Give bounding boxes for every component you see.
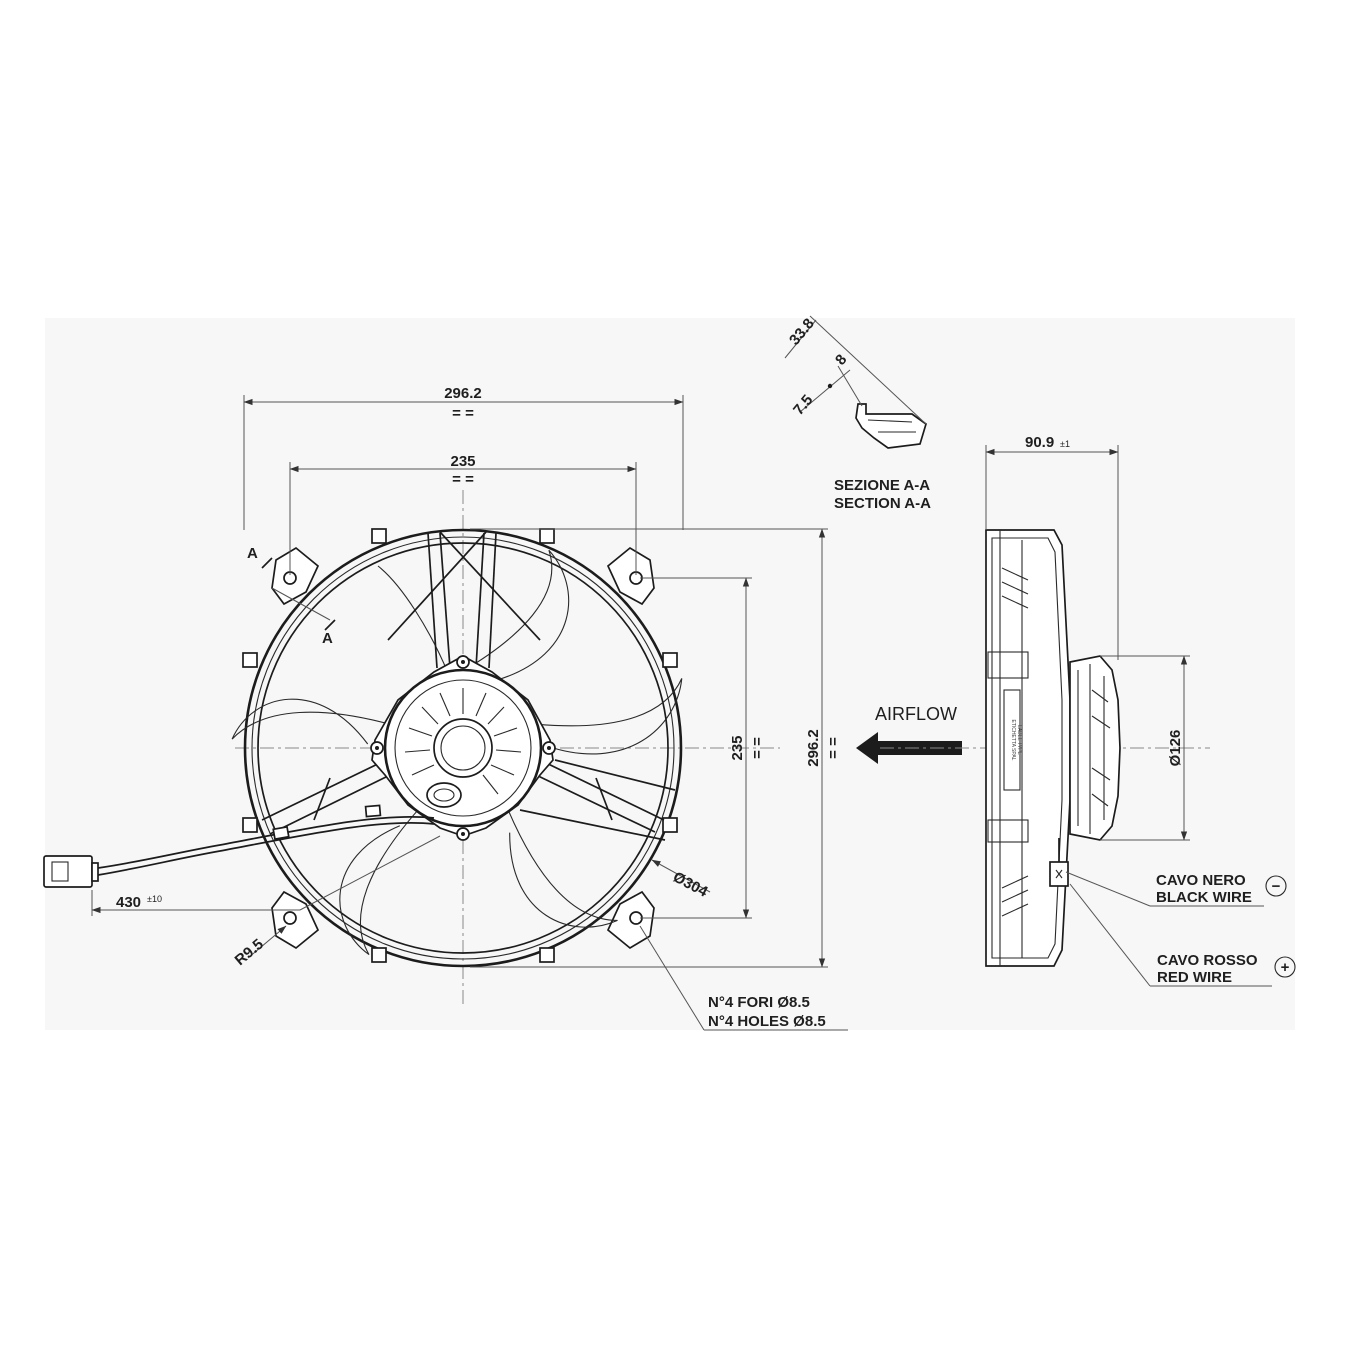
- motor-hub: [370, 655, 556, 841]
- dim-height-outer-label: 296.2: [805, 729, 822, 767]
- section-mark-bottom: A: [271, 587, 336, 647]
- red-wire-symbol: +: [1281, 959, 1290, 976]
- shroud-outer-ring: [243, 528, 683, 968]
- side-label-en: LABEL TYPE: [1016, 725, 1022, 755]
- plus-icon: [1274, 956, 1296, 978]
- holes-note-en: N°4 HOLES Ø8.5: [708, 1013, 826, 1030]
- dim-width-outer: 296.2 = =: [243, 385, 684, 530]
- dim-width-holes-label: 235: [450, 453, 475, 470]
- motor-housing: [383, 668, 543, 828]
- symmetry-mark: = =: [452, 471, 474, 488]
- side-ribs: [1001, 567, 1029, 917]
- dim-height-outer: 296.2 = =: [470, 528, 842, 968]
- dim-motor-diameter-label: Ø126: [1167, 730, 1184, 767]
- red-wire-callout: CAVO ROSSO RED WIRE +: [1069, 883, 1296, 987]
- section-mark-label: A: [322, 630, 333, 647]
- holes-callout: N°4 FORI Ø8.5 N°4 HOLES Ø8.5: [639, 925, 848, 1031]
- side-view: ETICHETTA SPAL LABEL TYPE 90.9 ±1 Ø126: [880, 434, 1210, 967]
- dim-cable-length-label: 430: [116, 894, 141, 911]
- motor-connector-port: [426, 782, 462, 808]
- shroud-rim-line: [251, 536, 675, 960]
- section-title-en: SECTION A-A: [834, 495, 931, 512]
- dim-depth: 90.9 ±1: [985, 434, 1119, 660]
- airflow-label: AIRFLOW: [875, 704, 957, 724]
- red-wire-label-it: CAVO ROSSO: [1157, 952, 1258, 969]
- section-title-it: SEZIONE A-A: [834, 477, 930, 494]
- black-wire-label-it: CAVO NERO: [1156, 872, 1246, 889]
- dim-height-holes-label: 235: [729, 735, 746, 760]
- dim-cable-length: 430 ±10: [91, 835, 441, 916]
- section-profile: [855, 403, 927, 449]
- symmetry-mark: = =: [825, 737, 842, 759]
- dim-width-outer-label: 296.2: [444, 385, 482, 402]
- section-mark-top: A: [247, 545, 273, 569]
- holes-note-it: N°4 FORI Ø8.5: [708, 994, 810, 1011]
- shroud-inner-ring: [257, 542, 669, 954]
- support-struts: [261, 531, 676, 841]
- power-cable: [97, 804, 435, 876]
- dim-motor-diameter: Ø126: [1100, 655, 1190, 841]
- dim-depth-label: 90.9: [1025, 434, 1054, 451]
- black-wire-symbol: −: [1272, 878, 1281, 895]
- dim-height-holes: 235 = =: [640, 577, 766, 919]
- symmetry-mark: = =: [452, 405, 474, 422]
- motor-cooling-slots: [404, 688, 522, 795]
- mounting-lug-top-right: [606, 546, 655, 606]
- dim-width-holes: 235 = =: [289, 453, 637, 575]
- side-label-it: ETICHETTA SPAL: [1010, 720, 1016, 761]
- front-view: 296.2 = = 235 = = 235 = = 296.2 = =: [43, 385, 848, 1031]
- dim-depth-tolerance: ±1: [1060, 439, 1070, 449]
- hub-screws: [370, 655, 556, 841]
- section-a-a-detail: 33.8 8 7.5 SEZIONE A-A SECTION A-A: [784, 315, 931, 512]
- red-wire-label-en: RED WIRE: [1157, 969, 1232, 986]
- symmetry-mark: = =: [749, 737, 766, 759]
- cable-connector: [43, 855, 99, 888]
- black-wire-label-en: BLACK WIRE: [1156, 889, 1252, 906]
- motor-cap: [433, 718, 493, 778]
- section-mark-label: A: [247, 545, 258, 562]
- minus-icon: [1265, 875, 1287, 897]
- black-wire-callout: CAVO NERO BLACK WIRE −: [1065, 871, 1287, 907]
- dim-cable-tolerance: ±10: [147, 894, 162, 904]
